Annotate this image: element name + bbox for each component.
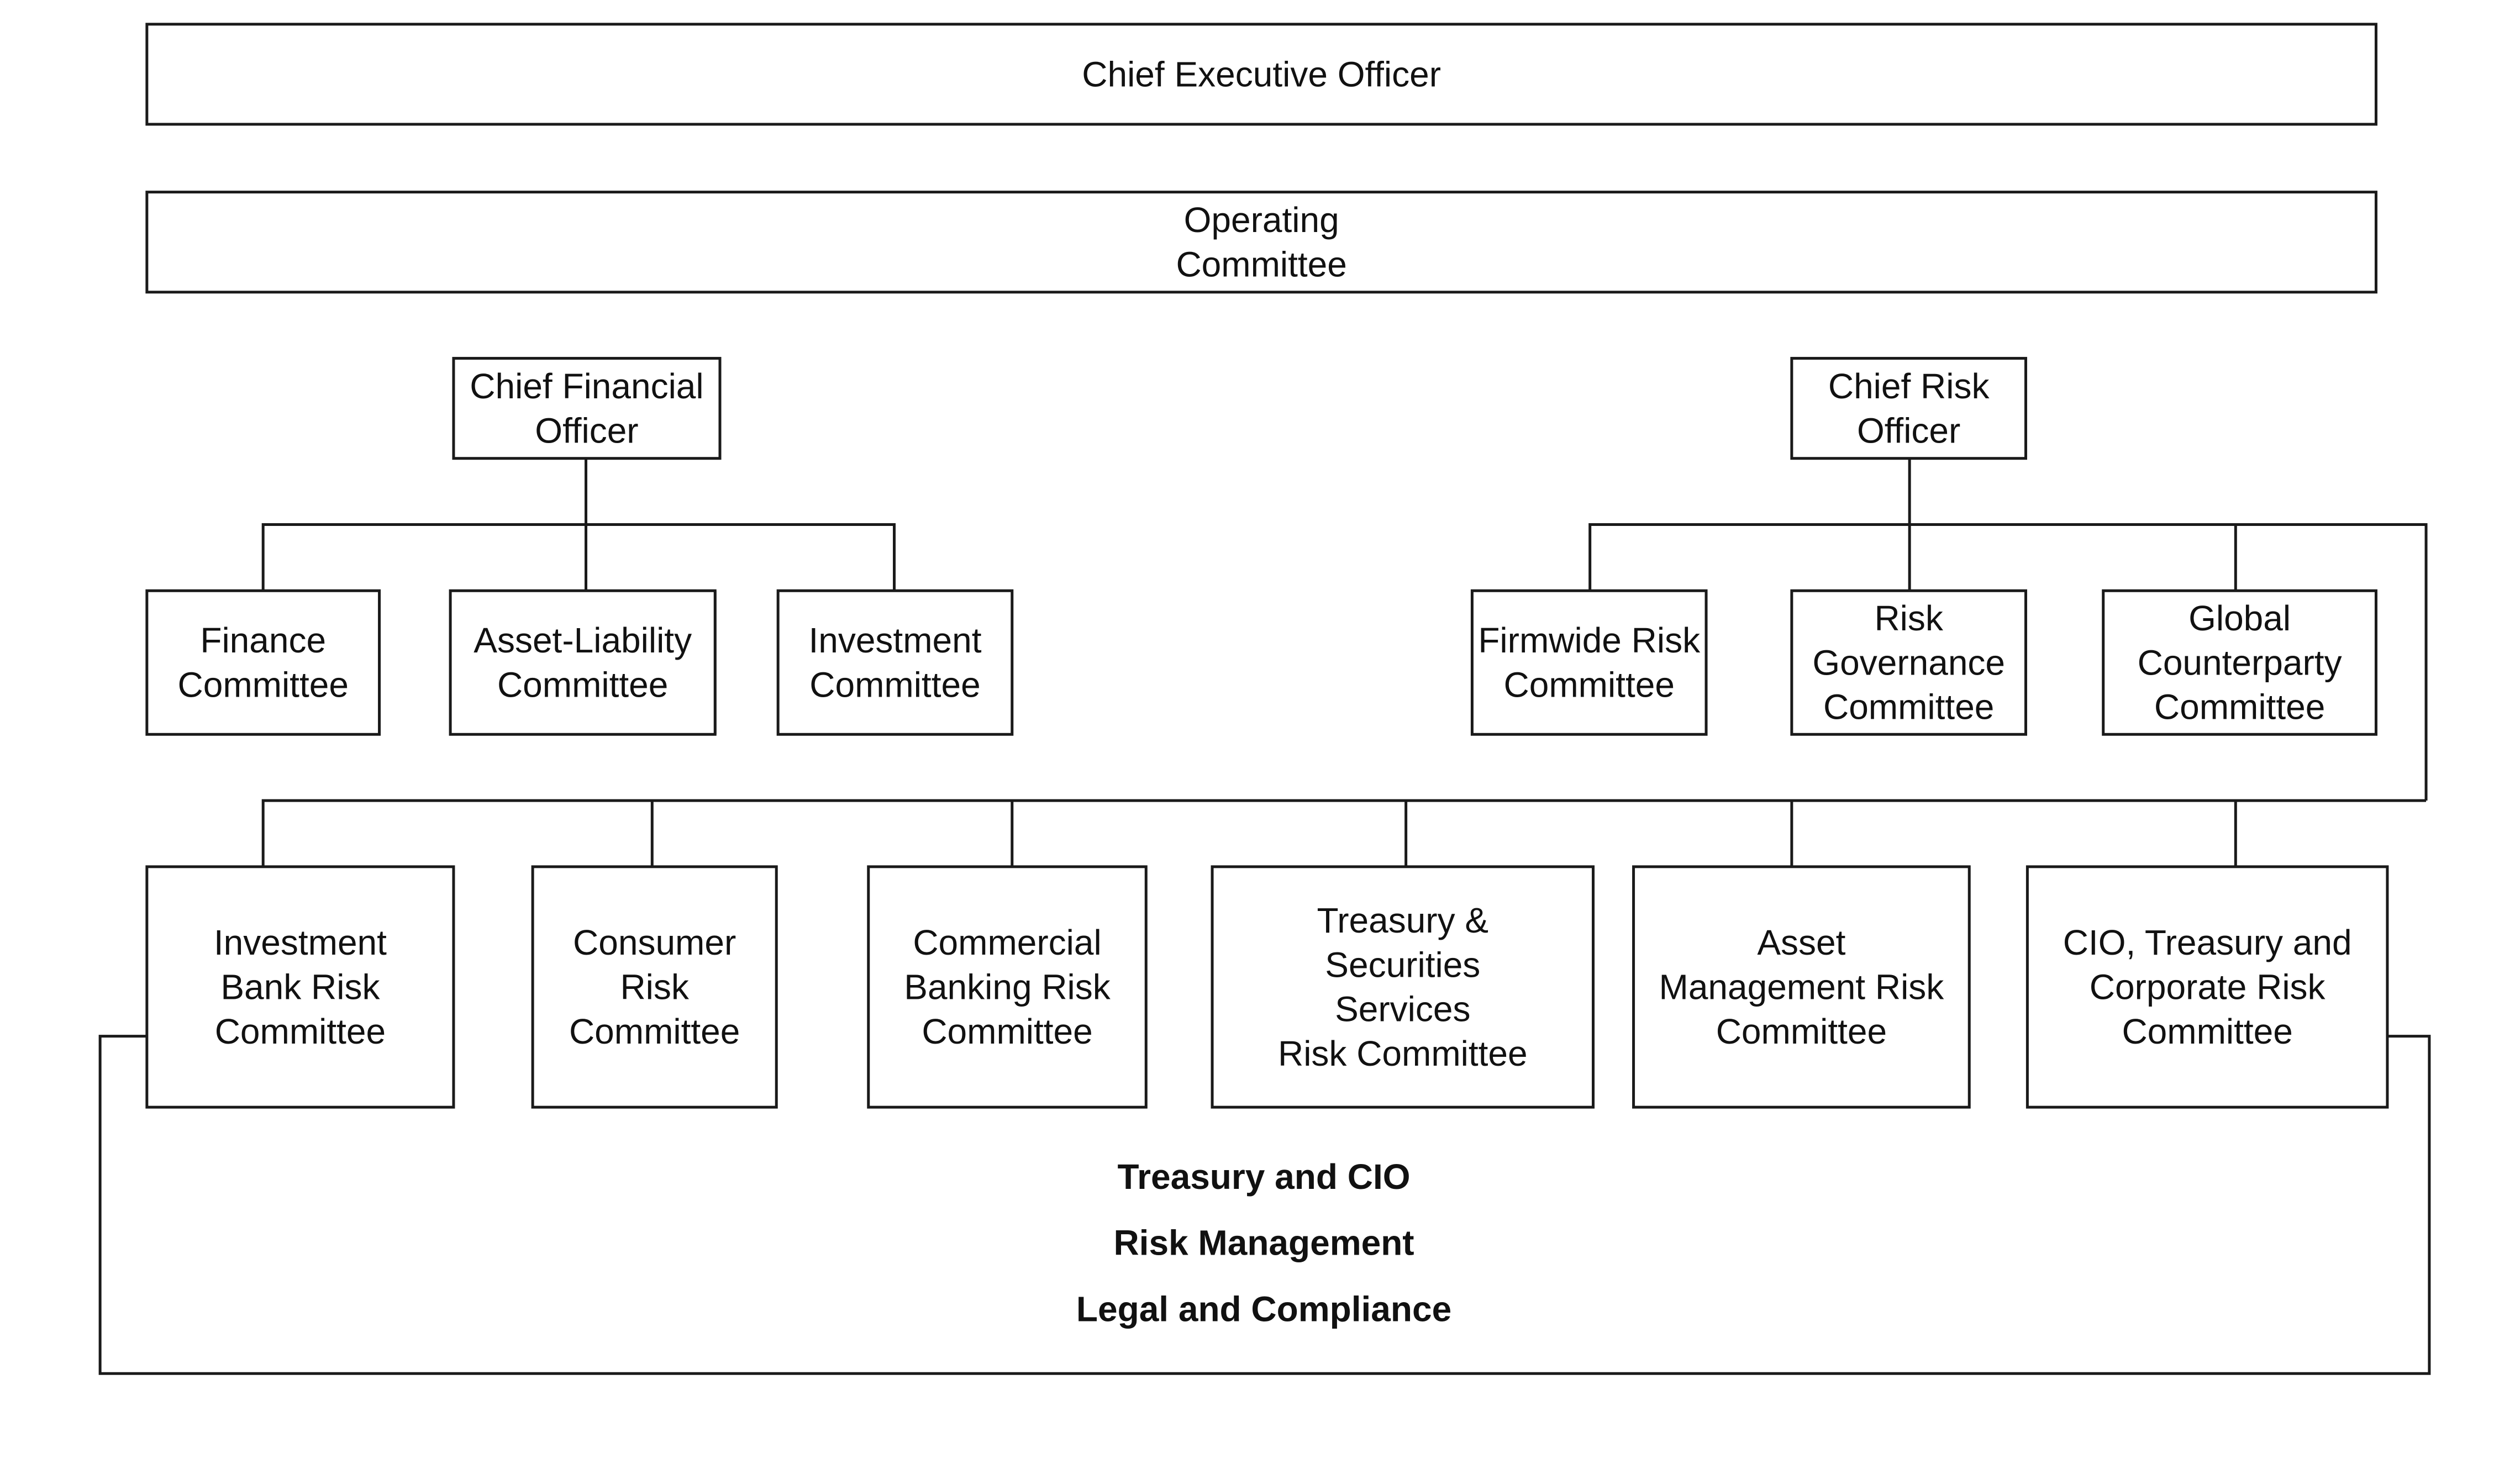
cfo-box-frame [452, 357, 722, 460]
global-counterparty-committee-box-frame [2102, 589, 2377, 736]
global-counterparty-committee-box-label-line: Global [2188, 598, 2291, 638]
asset-liability-committee-box-frame [449, 589, 717, 736]
investment-committee-box-label-line: Committee [809, 665, 980, 704]
cro-to-committees-connectors [1590, 459, 2426, 801]
firmwide-risk-committee-box-frame [1470, 589, 1708, 736]
finance-committee-box-label-line: Finance [200, 620, 326, 660]
global-counterparty-committee-box-label-line: Committee [2154, 687, 2325, 727]
risk-governance-committee-box-label-line: Risk [1874, 598, 1943, 638]
risk-governance-committee-box-frame [1790, 589, 2027, 736]
tss-risk-committee-box-frame [1211, 865, 1595, 1109]
commercial-banking-risk-committee-box-frame [867, 865, 1148, 1109]
consumer-risk-committee-box-label-line: Committee [569, 1012, 740, 1051]
consumer-risk-committee-box-frame [531, 865, 778, 1109]
firmwide-risk-committee-box-label-line: Firmwide Risk [1478, 620, 1701, 660]
operating-committee-box-label-line: Operating [1184, 200, 1339, 240]
cio-treasury-corporate-risk-committee-box-label-line: Committee [2122, 1012, 2292, 1051]
asset-liability-committee-box-label-line: Asset-Liability [474, 620, 692, 660]
finance-committee-box-frame [145, 589, 381, 736]
footer-bracket [100, 1036, 2429, 1374]
risk-governance-committee-box-label-line: Governance [1812, 643, 2005, 682]
ceo-box: Chief Executive Officer [145, 23, 2377, 126]
investment-bank-risk-committee-box-frame [145, 865, 455, 1109]
asset-management-risk-committee-box-label-line: Management Risk [1659, 967, 1945, 1007]
tss-risk-committee-box-label-line: Risk Committee [1278, 1034, 1528, 1073]
cio-treasury-corporate-risk-committee-box-label-line: Corporate Risk [2090, 967, 2326, 1007]
commercial-banking-risk-committee-box-label-line: Banking Risk [904, 967, 1111, 1007]
ceo-box-frame [145, 23, 2377, 126]
investment-bank-risk-committee-box-label-line: Committee [215, 1012, 386, 1051]
asset-management-risk-committee-box-label-line: Committee [1716, 1012, 1887, 1051]
tss-risk-committee-box-label-line: Treasury & [1317, 900, 1488, 940]
investment-bank-risk-committee-box-label-line: Investment [214, 923, 387, 962]
asset-liability-committee-box-label-line: Committee [497, 665, 668, 704]
investment-committee-box-label-line: Investment [808, 620, 981, 660]
footer-treasury-cio: Treasury and CIO [1118, 1157, 1411, 1197]
cro-box-label-line: Chief Risk [1828, 366, 1990, 406]
finance-committee-box-label-line: Committee [178, 665, 349, 704]
cio-treasury-corporate-risk-committee-box-label-line: CIO, Treasury and [2063, 923, 2352, 962]
operating-committee-box-frame [145, 191, 2377, 294]
footer-risk-management: Risk Management [1113, 1223, 1414, 1263]
commercial-banking-risk-committee-box-label-line: Committee [922, 1012, 1092, 1051]
firmwide-risk-committee-box-label-line: Committee [1504, 665, 1675, 704]
consumer-risk-committee-box-label-line: Consumer [573, 923, 736, 962]
cfo-box-label-line: Chief Financial [470, 366, 703, 406]
cro-box-frame [1790, 357, 2027, 460]
operating-committee-box-label-line: Committee [1176, 244, 1346, 284]
consumer-risk-committee-box-label-line: Risk [620, 967, 689, 1007]
tss-risk-committee-box-label-line: Services [1335, 989, 1470, 1029]
cfo-box-label-line: Officer [535, 410, 638, 450]
risk-governance-committee-box-label-line: Committee [1823, 687, 1994, 727]
business-risk-committees-bus [263, 801, 2426, 867]
investment-bank-risk-committee-box-label-line: Bank Risk [220, 967, 380, 1007]
org-chart-connectors [100, 459, 2429, 1373]
ceo-box-label-line: Chief Executive Officer [1082, 54, 1441, 94]
investment-committee-box-frame [776, 589, 1014, 736]
commercial-banking-risk-committee-box-label-line: Commercial [913, 923, 1101, 962]
cfo-to-finance-connectors [263, 459, 894, 591]
org-chart-boxes: Chief Executive OfficerOperatingCommitte… [145, 23, 2389, 1109]
footer-legal-compliance: Legal and Compliance [1076, 1289, 1451, 1329]
cro-box-label-line: Officer [1857, 410, 1960, 450]
asset-management-risk-committee-box-frame [1632, 865, 1971, 1109]
tss-risk-committee-box-label-line: Securities [1325, 945, 1480, 984]
cio-treasury-corporate-risk-committee-box-frame [2026, 865, 2389, 1109]
global-counterparty-committee-box-label-line: Counterparty [2138, 643, 2342, 682]
asset-management-risk-committee-box-label-line: Asset [1757, 923, 1845, 962]
